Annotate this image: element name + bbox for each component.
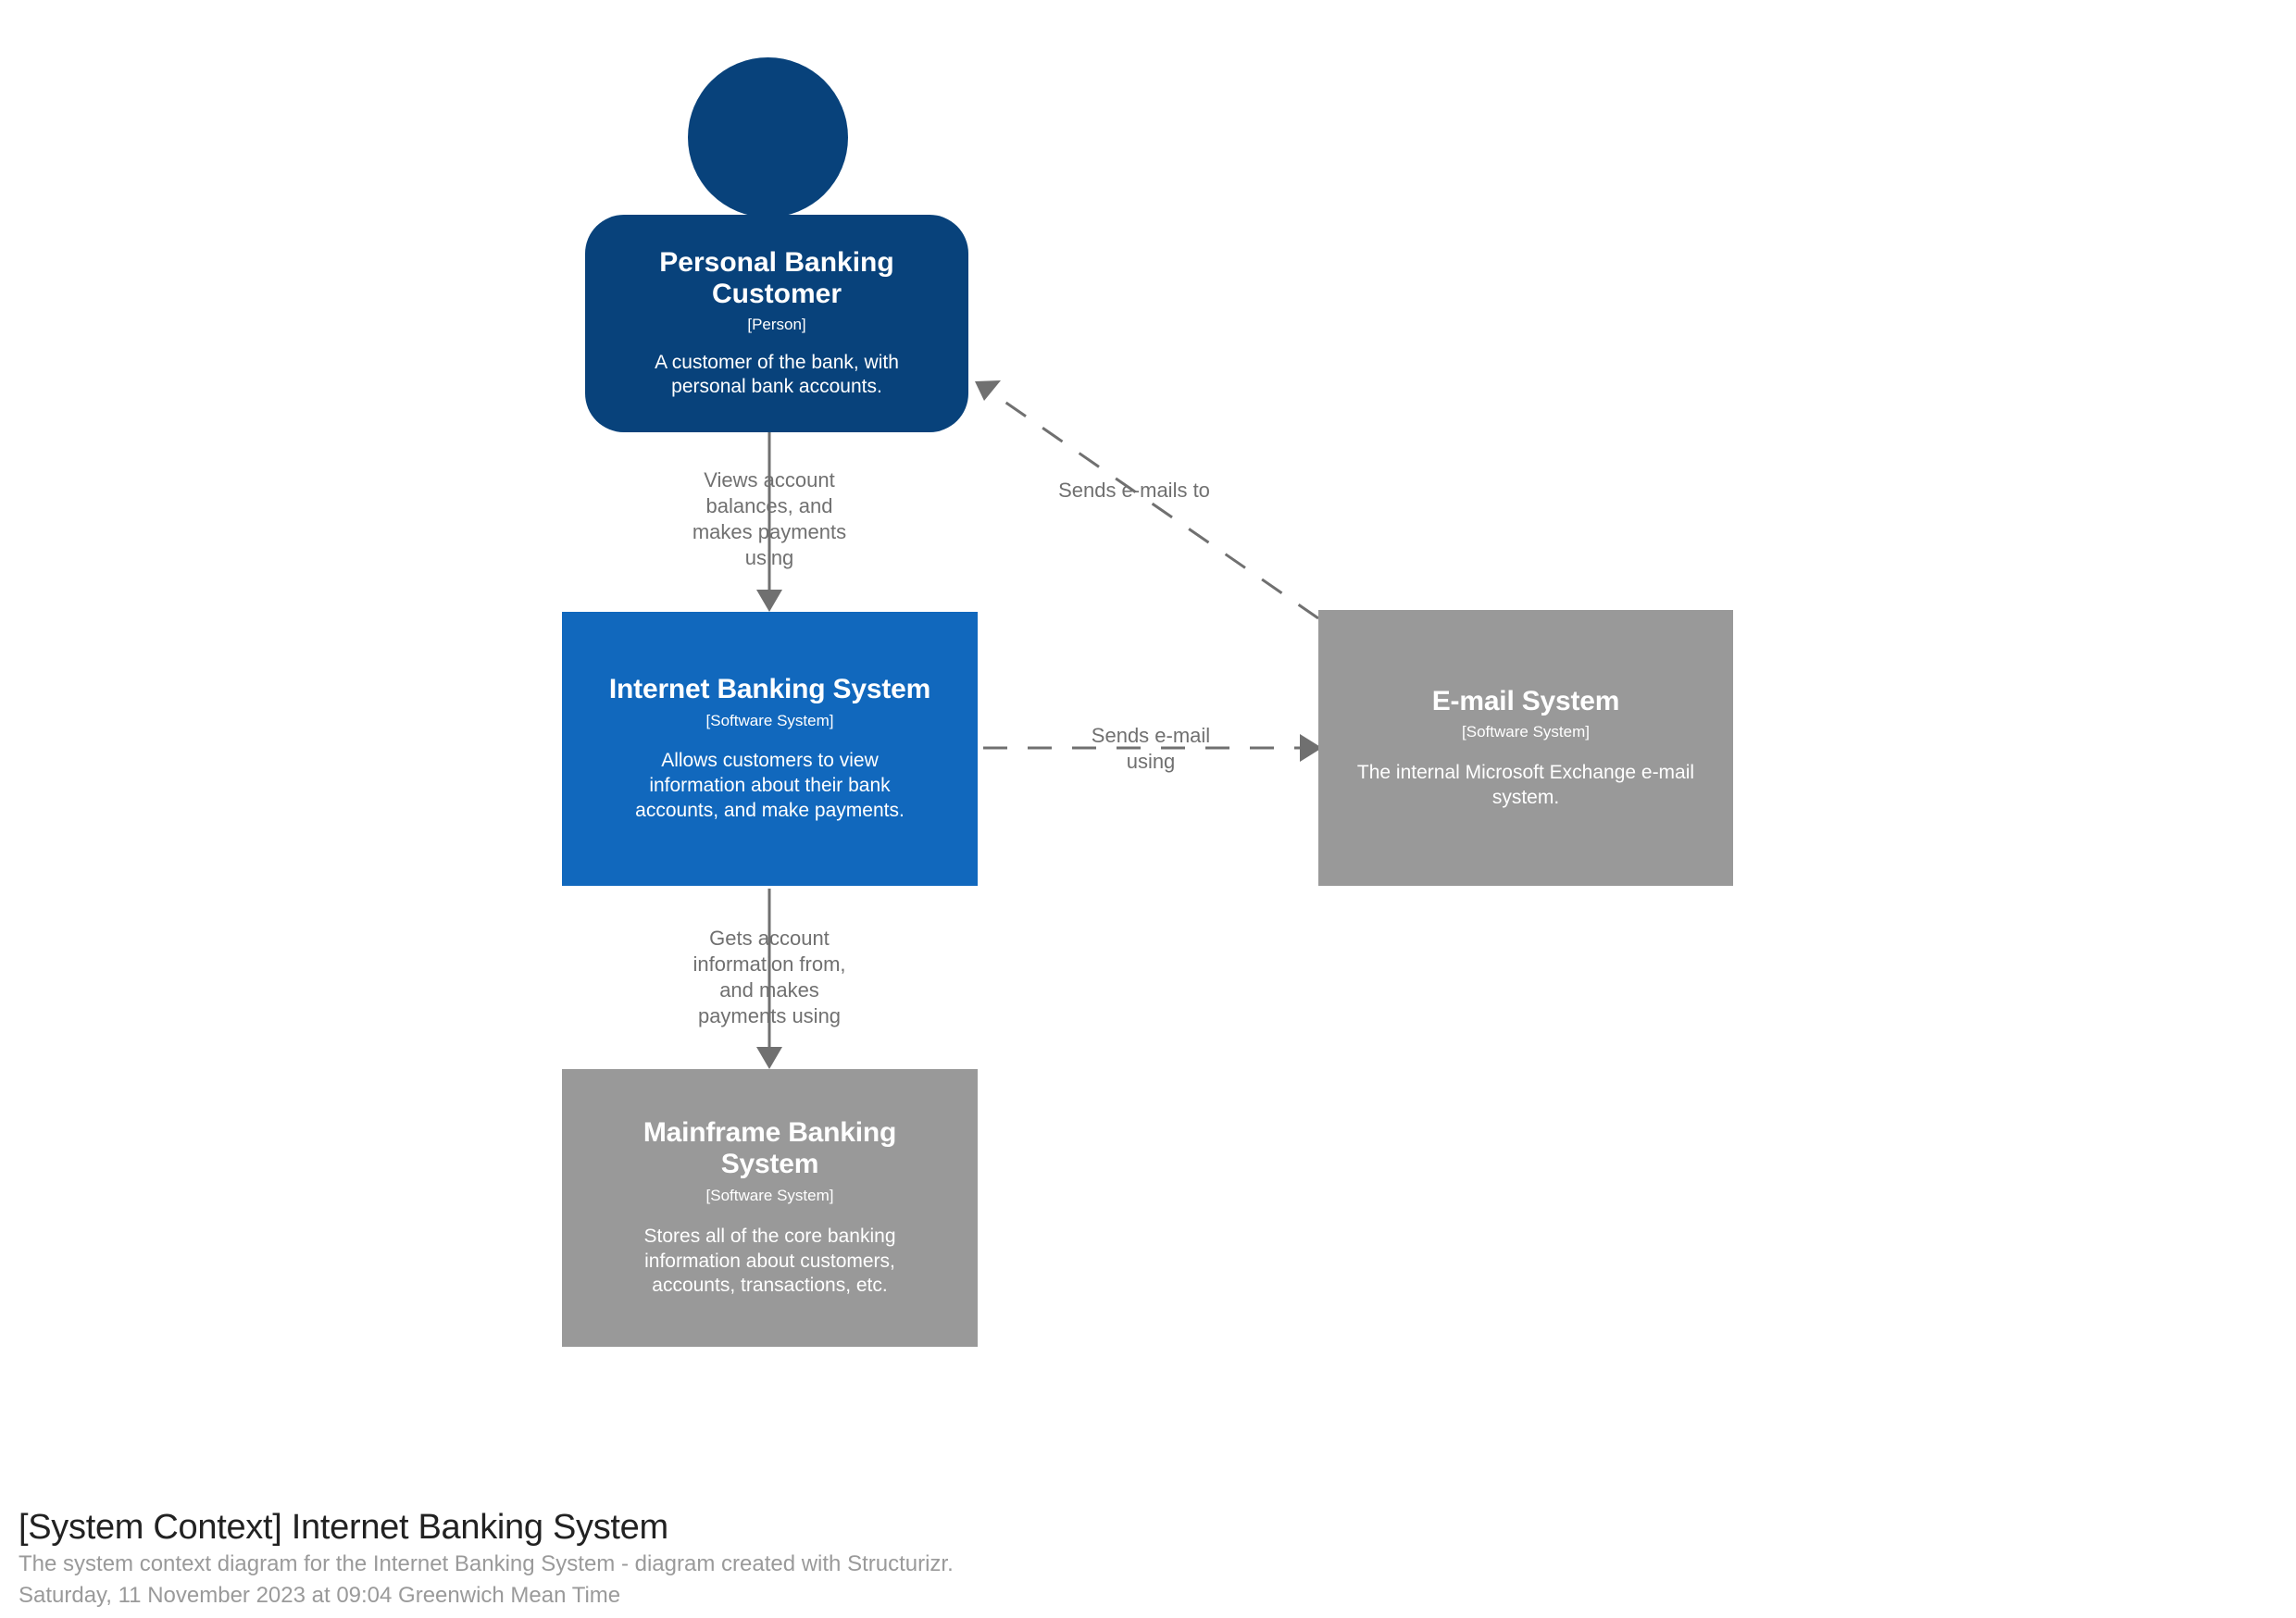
node-title: Internet Banking System: [608, 674, 931, 705]
edge-internet-banking-to-mainframe: [756, 889, 782, 1069]
node-description: The internal Microsoft Exchange e-mail s…: [1356, 761, 1695, 808]
edge-internet-banking-to-email: [983, 734, 1322, 762]
node-title: E-mail System: [1431, 685, 1620, 716]
node-type-label: [Software System]: [705, 1187, 834, 1205]
edge-customer-to-internet-banking: [756, 431, 782, 612]
person-body[interactable]: Personal Banking Customer [Person] A cus…: [585, 215, 968, 432]
node-description: A customer of the bank, with personal ba…: [655, 351, 899, 398]
node-email-system[interactable]: E-mail System [Software System] The inte…: [1318, 610, 1733, 886]
node-title: Personal Banking Customer: [659, 246, 894, 310]
node-mainframe-banking-system[interactable]: Mainframe Banking System [Software Syste…: [562, 1069, 978, 1347]
edge-label-views-account-balances: Views account balances, and makes paymen…: [692, 468, 847, 570]
footer-description: The system context diagram for the Inter…: [19, 1551, 954, 1577]
node-type-label: [Software System]: [1462, 723, 1590, 741]
edge-label-sends-emails-to: Sends e-mails to: [1058, 479, 1210, 502]
edge-label-gets-account-information: Gets account information from, and makes…: [693, 927, 846, 1028]
node-type-label: [Software System]: [705, 711, 834, 729]
node-description: Allows customers to view information abo…: [635, 750, 905, 822]
footer-timestamp: Saturday, 11 November 2023 at 09:04 Gree…: [19, 1583, 621, 1609]
node-internet-banking-system[interactable]: Internet Banking System [Software System…: [562, 612, 978, 886]
footer-title: [System Context] Internet Banking System: [19, 1508, 668, 1547]
node-description: Stores all of the core banking informati…: [643, 1225, 896, 1297]
edge-label-sends-email-using: Sends e-mail using: [1091, 724, 1211, 774]
person-head-icon: [688, 57, 848, 218]
edge-email-to-customer: [975, 380, 1319, 620]
node-title: Mainframe Banking System: [643, 1116, 897, 1180]
node-type-label: [Person]: [747, 316, 806, 334]
diagram-footer: [System Context] Internet Banking System…: [19, 1506, 954, 1612]
